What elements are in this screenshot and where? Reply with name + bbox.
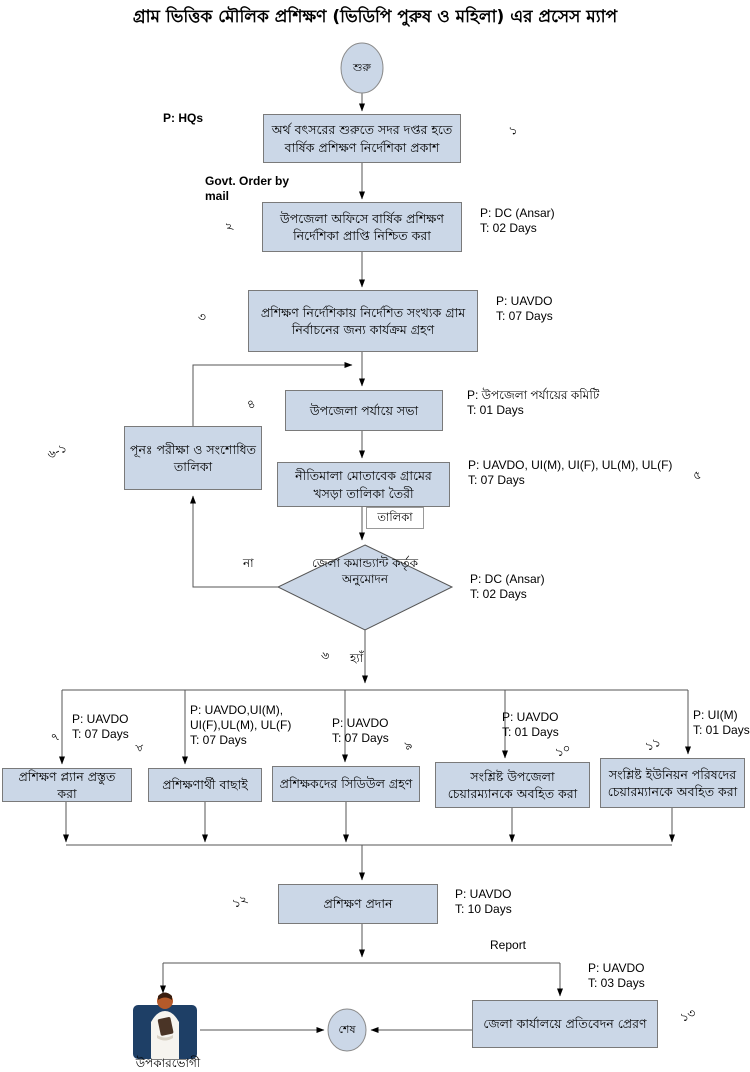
annotation-uavdo-plan: P: UAVDO T: 07 Days bbox=[72, 712, 129, 741]
start-terminal-shape bbox=[340, 42, 384, 94]
decision-approval-label: জেলা কমান্ড্যান্ট কর্তৃক অনুমোদন bbox=[312, 556, 418, 586]
end-terminal-shape bbox=[327, 1008, 367, 1052]
annotation-hqs: P: HQs bbox=[163, 111, 204, 125]
step-upazila-meeting: উপজেলা পর্যায়ে সভা bbox=[285, 390, 443, 431]
step-trainee-selection: প্রশিক্ষণার্থী বাছাই bbox=[148, 768, 262, 802]
edge-label-govt-order: Govt. Order by mail bbox=[205, 174, 290, 203]
annotation-uavdo-ui-ul: P: UAVDO, UI(M), UI(F), UL(M), UL(F) T: … bbox=[468, 458, 673, 487]
step-training-plan: প্রশিক্ষণ প্ল্যান প্রস্তুত করা bbox=[2, 768, 132, 802]
annotation-uavdo-training: P: UAVDO T: 10 Days bbox=[455, 887, 512, 916]
step-publish-guideline: অর্থ বৎসরের শুরুতে সদর দপ্তর হতে বার্ষিক… bbox=[263, 114, 461, 163]
annotation-dc-ansar-1: P: DC (Ansar) T: 02 Days bbox=[480, 206, 555, 235]
decision-no-label: না bbox=[243, 556, 254, 570]
step-conduct-training: প্রশিক্ষণ প্রদান bbox=[278, 884, 438, 924]
annotation-uavdo-report: P: UAVDO T: 03 Days bbox=[588, 961, 645, 990]
annotation-uavdo-1: P: UAVDO T: 07 Days bbox=[496, 294, 553, 323]
step-send-report: জেলা কার্যালয়ে প্রতিবেদন প্রেরণ bbox=[472, 1000, 658, 1048]
end-terminal-label: শেষ bbox=[338, 1022, 356, 1036]
annotation-uavdo-chairman: P: UAVDO T: 01 Days bbox=[502, 710, 559, 739]
edge-label-list: তালিকা bbox=[366, 507, 424, 529]
step-confirm-receipt: উপজেলা অফিসে বার্ষিক প্রশিক্ষণ নির্দেশিক… bbox=[262, 202, 462, 252]
edge-label-report: Report bbox=[490, 938, 527, 952]
decision-yes-label: হ্যাঁ bbox=[350, 651, 364, 665]
annotation-upazila-committee: P: উপজেলা পর্যায়ের কমিটি T: 01 Days bbox=[467, 388, 600, 417]
start-terminal-label: শুরু bbox=[353, 60, 371, 74]
beneficiary-label: উপকারভোগী bbox=[135, 1056, 201, 1070]
connector-revision-rejoin bbox=[192, 362, 353, 426]
decision-diamond-shape bbox=[276, 544, 454, 631]
step-inform-upazila-chairman: সংশ্লিষ্ট উপজেলা চেয়ারম্যানকে অবহিত করা bbox=[435, 762, 590, 808]
annotation-dc-ansar-2: P: DC (Ansar) T: 02 Days bbox=[470, 572, 545, 601]
step-revision-list: পূনঃ পরীক্ষা ও সংশোধিত তালিকা bbox=[124, 426, 262, 490]
annotation-uavdo-schedule: P: UAVDO T: 07 Days bbox=[332, 716, 389, 745]
step-inform-union-chairman: সংশ্লিষ্ট ইউনিয়ন পরিষদের চেয়ারম্যানকে … bbox=[600, 758, 745, 808]
step-trainer-schedule: প্রশিক্ষকদের সিডিউল গ্রহণ bbox=[272, 766, 420, 802]
step-draft-list: নীতিমালা মোতাবেক গ্রামের খসড়া তালিকা তৈ… bbox=[277, 462, 450, 507]
beneficiary-icon bbox=[133, 992, 197, 1059]
connector-decision-no bbox=[190, 495, 278, 588]
page-title: গ্রাম ভিত্তিক মৌলিক প্রশিক্ষণ (ভিডিপি পু… bbox=[132, 7, 618, 27]
step-village-selection: প্রশিক্ষণ নির্দেশিকায় নির্দেশিত সংখ্যক … bbox=[248, 290, 478, 352]
annotation-uim-union: P: UI(M) T: 01 Days bbox=[693, 708, 750, 737]
annotation-uavdo-trainees: P: UAVDO,UI(M), UI(F),UL(M), UL(F) T: 07… bbox=[190, 703, 292, 747]
